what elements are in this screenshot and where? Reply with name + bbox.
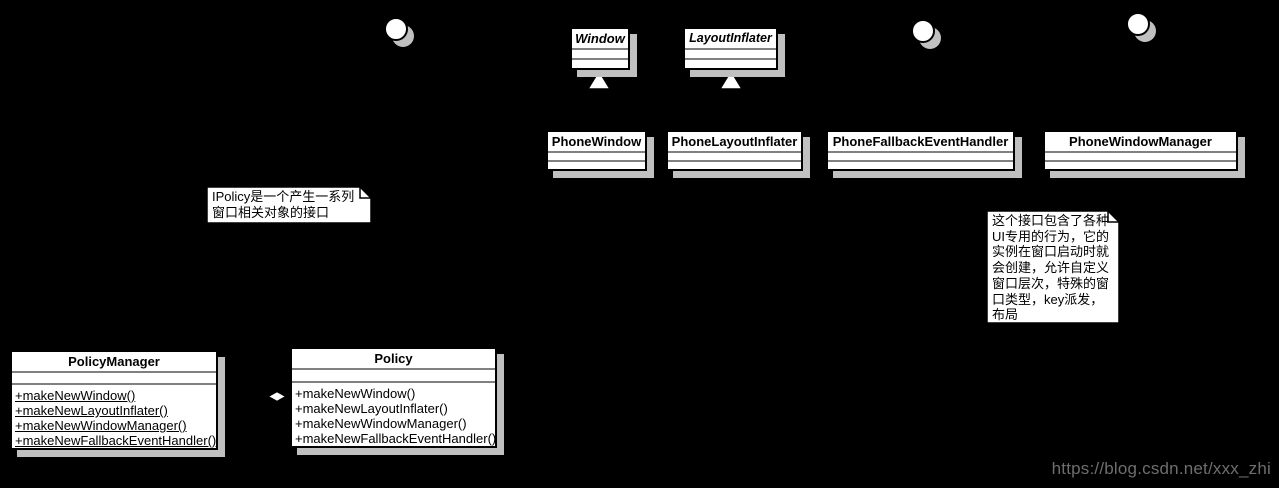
class-title: PhoneLayoutInflater xyxy=(671,134,798,149)
class-phonefallbackeventhandler: PhoneFallbackEventHandler xyxy=(826,130,1015,171)
method-item: +makeNewWindowManager() xyxy=(15,418,187,433)
class-policymanager: PolicyManager +makeNewWindow() +makeNewL… xyxy=(10,350,218,450)
note-line: UI专用的行为，它的 xyxy=(992,228,1110,244)
note-ui-interface: 这个接口包含了各种 UI专用的行为，它的 实例在窗口启动时就 会创建，允许自定义… xyxy=(992,213,1109,323)
interface-lollipop-icon xyxy=(911,19,941,49)
note-ipolicy: IPolicy是一个产生一系列 窗口相关对象的接口 xyxy=(212,189,354,220)
attributes-compartment xyxy=(12,371,216,383)
methods-compartment: +makeNewWindow() +makeNewLayoutInflater(… xyxy=(292,381,495,446)
interface-lollipop-icon xyxy=(384,17,414,47)
class-layoutinflater: LayoutInflater xyxy=(683,27,778,70)
class-title: PhoneWindow xyxy=(551,134,642,149)
class-title: Window xyxy=(575,31,625,46)
attributes-compartment xyxy=(572,48,628,58)
class-title: PhoneFallbackEventHandler xyxy=(832,134,1009,149)
interface-lollipop-icon xyxy=(1126,12,1156,42)
methods-compartment: +makeNewWindow() +makeNewLayoutInflater(… xyxy=(12,383,216,448)
attributes-compartment xyxy=(548,151,645,160)
generalization-arrow-icon xyxy=(586,69,612,90)
attributes-compartment xyxy=(292,368,495,381)
generalization-arrow-icon xyxy=(718,69,744,90)
class-phonelayoutinflater: PhoneLayoutInflater xyxy=(666,130,803,171)
method-item: +makeNewFallbackEventHandler() xyxy=(15,433,216,448)
watermark-url: https://blog.csdn.net/xxx_zhi xyxy=(1051,459,1271,478)
methods-compartment xyxy=(1045,160,1236,169)
note-line: 窗口相关对象的接口 xyxy=(212,204,330,220)
note-line: 这个接口包含了各种 xyxy=(992,213,1110,228)
note-line: 实例在窗口启动时就 xyxy=(992,244,1110,260)
note-line: 会创建，允许自定义 xyxy=(992,260,1110,276)
methods-compartment xyxy=(572,58,628,68)
method-item: +makeNewWindow() xyxy=(295,386,416,401)
method-item: +makeNewFallbackEventHandler() xyxy=(295,431,495,446)
attributes-compartment xyxy=(668,151,801,160)
class-phonewindowmanager: PhoneWindowManager xyxy=(1043,130,1238,171)
method-item: +makeNewWindowManager() xyxy=(295,416,467,431)
aggregation-diamond-icon xyxy=(266,390,288,403)
attributes-compartment xyxy=(1045,151,1236,160)
methods-compartment xyxy=(685,58,776,68)
class-policy: Policy +makeNewWindow() +makeNewLayoutIn… xyxy=(290,347,497,448)
class-title: LayoutInflater xyxy=(689,31,772,45)
note-line: 窗口层次，特殊的窗 xyxy=(992,275,1110,291)
note-line: 口类型，key派发， xyxy=(992,291,1104,307)
methods-compartment xyxy=(668,160,801,169)
class-title: PolicyManager xyxy=(68,354,160,369)
method-item: +makeNewLayoutInflater() xyxy=(15,403,168,418)
methods-compartment xyxy=(828,160,1013,169)
note-line: 布局 xyxy=(992,307,1019,323)
method-item: +makeNewWindow() xyxy=(15,388,136,403)
method-item: +makeNewLayoutInflater() xyxy=(295,401,448,416)
methods-compartment xyxy=(548,160,645,169)
attributes-compartment xyxy=(685,48,776,58)
class-phonewindow: PhoneWindow xyxy=(546,130,647,171)
class-window: Window xyxy=(570,27,630,70)
note-line: IPolicy是一个产生一系列 xyxy=(212,189,355,204)
class-title: PhoneWindowManager xyxy=(1069,134,1212,149)
attributes-compartment xyxy=(828,151,1013,160)
class-title: Policy xyxy=(374,351,413,366)
